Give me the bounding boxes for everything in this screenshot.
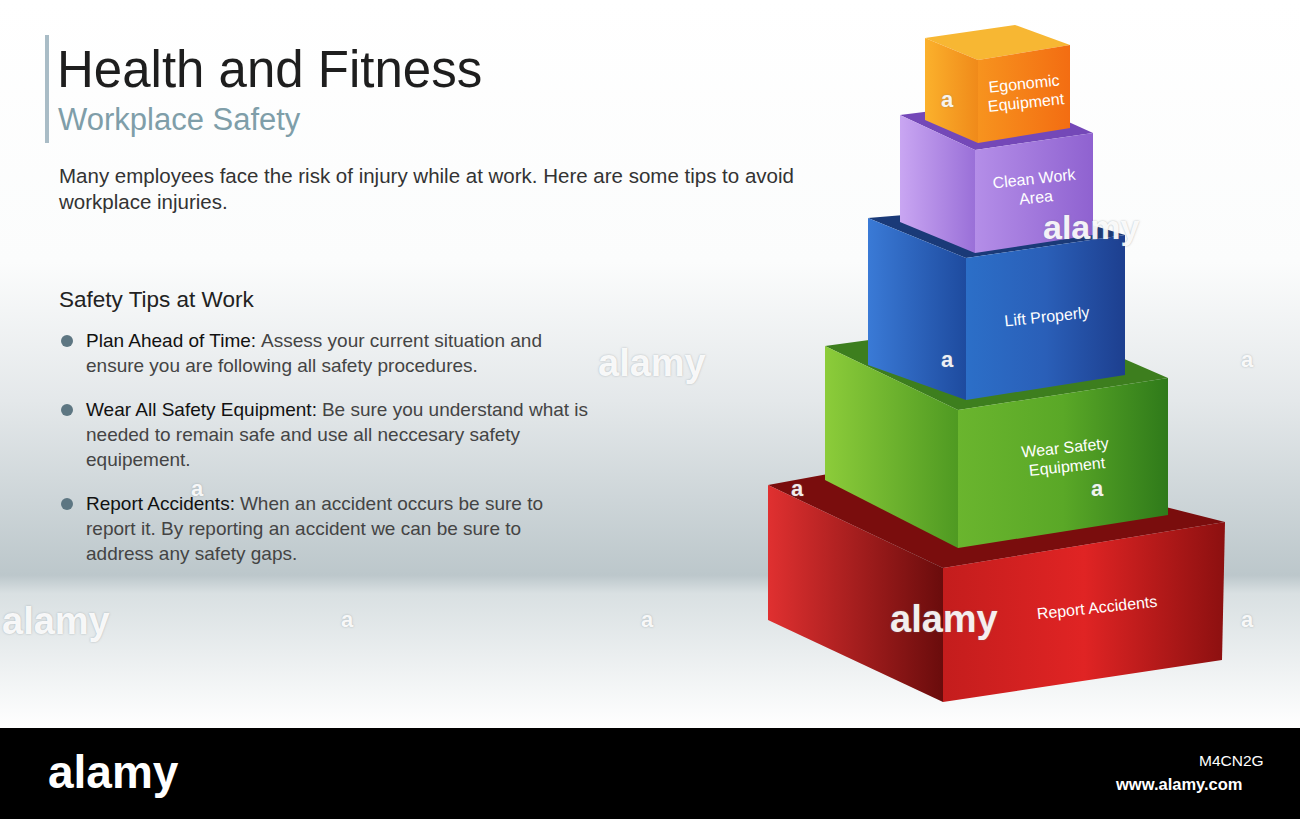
orange-block <box>925 25 1070 143</box>
watermark: alamy <box>598 340 706 386</box>
subtitle: Workplace Safety <box>58 101 300 138</box>
watermark: alamy <box>890 596 998 642</box>
watermark: a <box>791 476 803 502</box>
bullet-dots <box>61 335 73 510</box>
watermark: a <box>341 607 353 633</box>
tip-heading: Report Accidents: <box>86 493 235 514</box>
footer-bar <box>0 728 1300 819</box>
watermark: a <box>1241 347 1253 373</box>
tip-item: Plan Ahead of Time:Assess your current s… <box>86 328 591 378</box>
watermark: a <box>941 347 953 373</box>
tip-item: Report Accidents:When an accident occurs… <box>86 491 591 566</box>
watermark: a <box>1091 476 1103 502</box>
watermark: a <box>1241 607 1253 633</box>
image-id: M4CN2G <box>1199 751 1264 770</box>
watermark: alamy <box>2 598 110 644</box>
watermark: a <box>941 87 953 113</box>
footer-url: www.alamy.com <box>1116 774 1243 794</box>
tip-item: Wear All Safety Equipment:Be sure you un… <box>86 397 591 472</box>
watermark: alamy <box>1043 207 1139 248</box>
accent-bar <box>45 35 49 143</box>
title: Health and Fitness <box>57 40 482 100</box>
intro-text: Many employees face the risk of injury w… <box>59 163 819 215</box>
background <box>0 0 1300 728</box>
footer-logo: alamy <box>48 745 178 800</box>
section-heading: Safety Tips at Work <box>59 286 254 313</box>
tip-heading: Plan Ahead of Time: <box>86 330 256 351</box>
tip-heading: Wear All Safety Equipment: <box>86 399 317 420</box>
watermark: a <box>641 607 653 633</box>
